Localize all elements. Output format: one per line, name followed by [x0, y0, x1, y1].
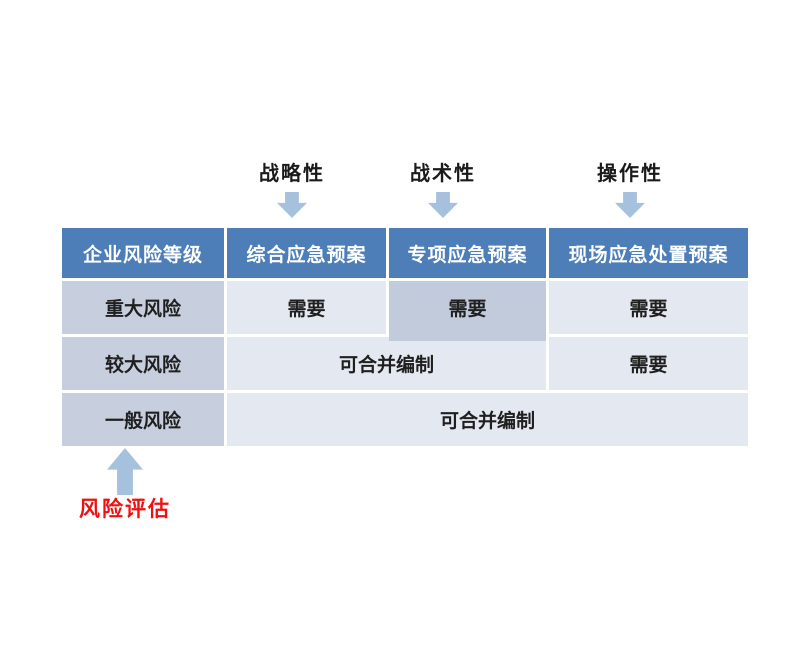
header-onsite-plan: 现场应急处置预案: [549, 228, 748, 278]
cell-general-merged: 可合并编制: [227, 393, 748, 446]
arrow-down-icon: [277, 192, 307, 218]
cell-major-special-highlighted: 需要: [389, 281, 546, 341]
row-larger-risk-level: 较大风险: [62, 337, 224, 390]
label-operational: 操作性: [597, 163, 663, 185]
cell-major-onsite: 需要: [549, 281, 748, 334]
arrow-down-icon: [615, 192, 645, 218]
arrow-up-icon: [107, 448, 143, 495]
label-tactical: 战术性: [410, 163, 476, 185]
row-general-risk-level: 一般风险: [62, 393, 224, 446]
cell-larger-merged: 可合并编制: [227, 337, 546, 390]
cell-major-comprehensive: 需要: [227, 281, 386, 334]
arrow-down-icon: [428, 192, 458, 218]
row-major-risk-level: 重大风险: [62, 281, 224, 334]
header-risk-level: 企业风险等级: [62, 228, 224, 278]
risk-plan-table: 企业风险等级 综合应急预案 专项应急预案 现场应急处置预案 重大风险 需要 需要…: [62, 228, 748, 446]
header-special-plan: 专项应急预案: [389, 228, 546, 278]
header-comprehensive-plan: 综合应急预案: [227, 228, 386, 278]
label-risk-assessment: 风险评估: [79, 497, 171, 521]
label-strategic: 战略性: [259, 163, 325, 185]
cell-larger-onsite: 需要: [549, 337, 748, 390]
